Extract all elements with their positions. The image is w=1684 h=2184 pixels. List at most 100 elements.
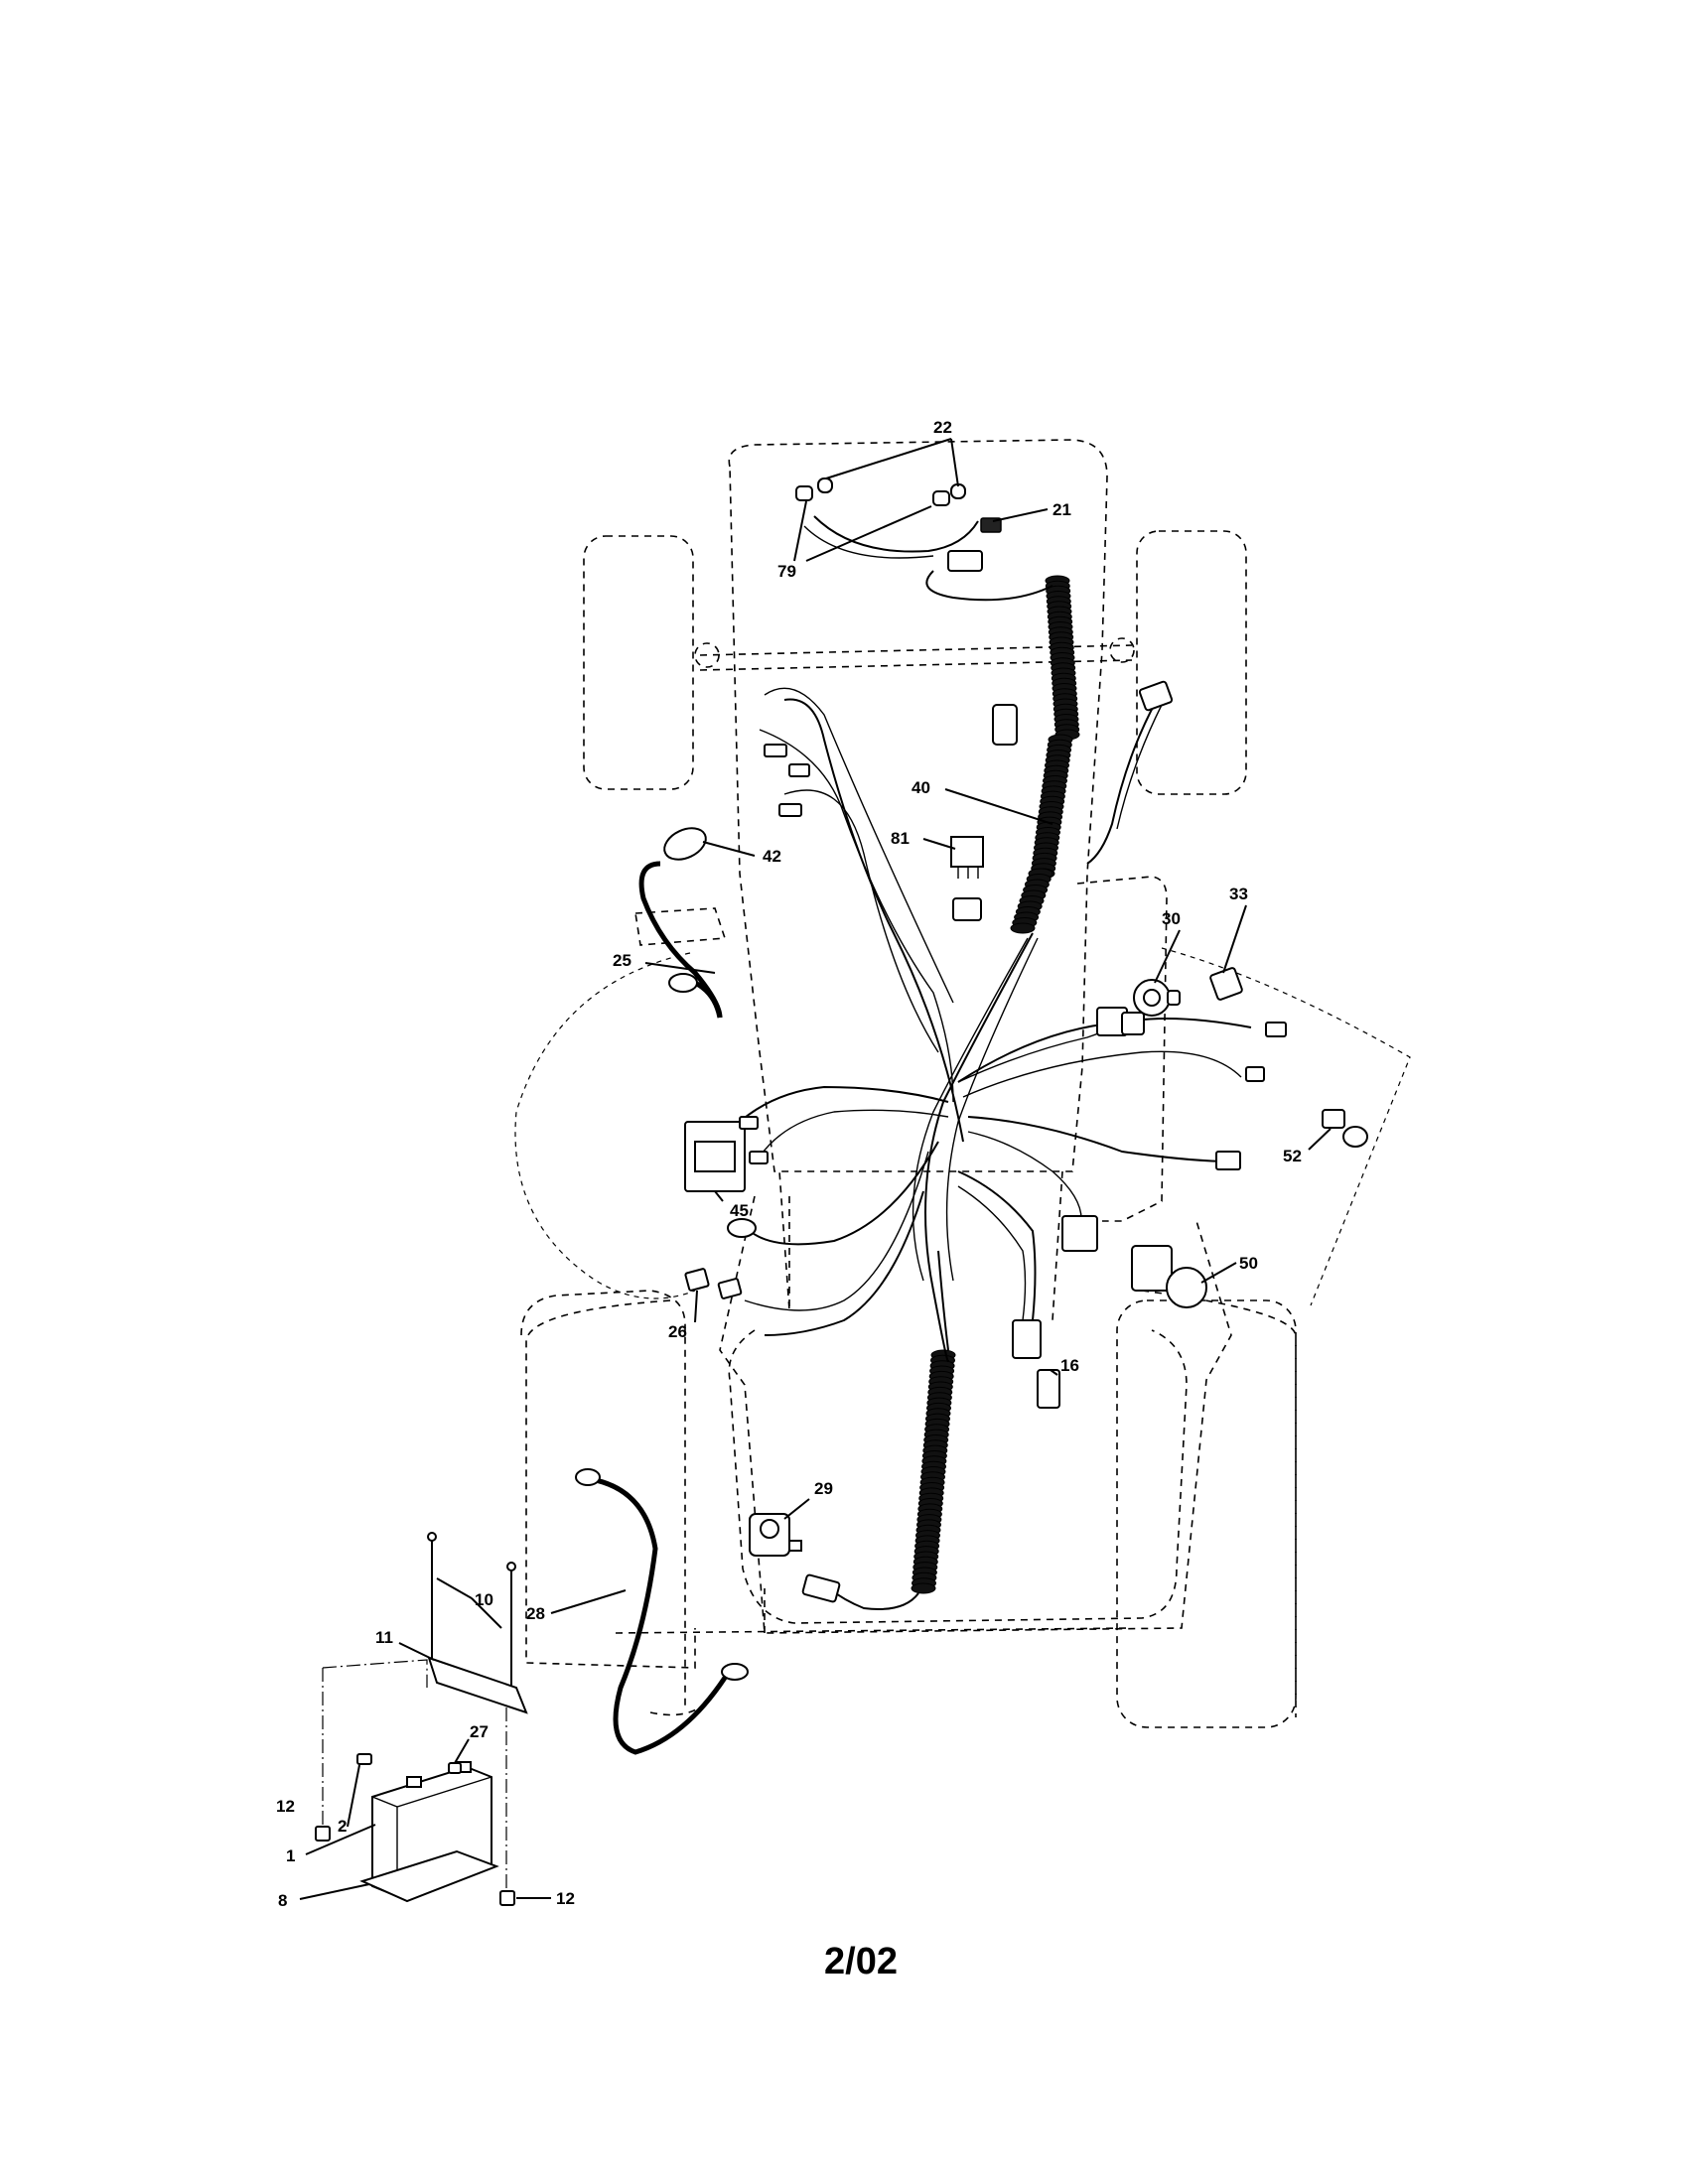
callout-29: 29 bbox=[814, 1479, 833, 1498]
right-side-plug bbox=[1138, 680, 1174, 712]
battery-cable-bottom-ring bbox=[721, 1663, 749, 1681]
callout-42: 42 bbox=[763, 847, 781, 866]
connector-ul-3 bbox=[778, 803, 802, 817]
seat-switch-plug bbox=[1012, 1319, 1042, 1359]
branch-lower-right-2 bbox=[957, 1185, 1027, 1321]
starter-solenoid bbox=[749, 1513, 802, 1557]
leader-16 bbox=[1050, 1369, 1058, 1376]
six-pin-connector bbox=[1061, 1215, 1098, 1252]
battery-mount-lines bbox=[322, 1659, 507, 1901]
upper-harness-plug bbox=[992, 704, 1018, 746]
connector-45a bbox=[739, 1116, 759, 1130]
battery-tray bbox=[359, 1849, 499, 1903]
callout-10: 10 bbox=[475, 1590, 493, 1609]
branch-right-5 bbox=[957, 1026, 1113, 1083]
battery-cable-top-ring bbox=[575, 1468, 601, 1486]
headlight-plug bbox=[947, 550, 983, 572]
fender-outline-right bbox=[1141, 1290, 1297, 1717]
coil-lower bbox=[911, 1349, 956, 1594]
inner-frame-right bbox=[1052, 1170, 1063, 1321]
callout-12-left: 12 bbox=[276, 1797, 295, 1816]
branch-left-2 bbox=[759, 1109, 949, 1158]
branch-to-lower-coil bbox=[937, 1250, 949, 1351]
headlight-wire-1 bbox=[813, 515, 979, 553]
front-left-wheel bbox=[583, 535, 694, 790]
leader-lines bbox=[299, 438, 1332, 1900]
branch-left-1 bbox=[739, 1085, 949, 1123]
branch-right-2 bbox=[962, 1050, 1242, 1098]
solenoid-plug bbox=[801, 1573, 841, 1603]
frame-rail bbox=[649, 1588, 766, 1716]
mount-line-left bbox=[322, 1659, 428, 1832]
callout-81: 81 bbox=[891, 829, 910, 848]
hex-nut-right bbox=[499, 1890, 515, 1906]
leader-79 bbox=[793, 500, 932, 562]
fender-outline bbox=[525, 1299, 696, 1669]
branch-upper-right-2 bbox=[1116, 704, 1163, 830]
callout-28: 28 bbox=[526, 1604, 545, 1623]
leader-28 bbox=[550, 1589, 627, 1614]
callout-52: 52 bbox=[1283, 1147, 1302, 1165]
leader-2 bbox=[347, 1764, 360, 1828]
axle-pivot-left bbox=[694, 642, 720, 668]
branch-upper-left-2 bbox=[759, 729, 954, 1103]
leader-25 bbox=[644, 962, 716, 974]
connector-r-1 bbox=[1265, 1022, 1287, 1037]
pto-switch bbox=[1131, 1245, 1207, 1308]
branch-lower-right bbox=[957, 1170, 1037, 1321]
module bbox=[684, 1121, 746, 1192]
lower-coil-tail bbox=[828, 1587, 919, 1610]
leader-50 bbox=[1200, 1262, 1237, 1284]
leader-30 bbox=[1154, 929, 1181, 984]
callout-40: 40 bbox=[912, 778, 930, 797]
date-code: 2/02 bbox=[824, 1941, 898, 1982]
leader-22 bbox=[825, 438, 959, 487]
mower-deck-circle bbox=[514, 952, 696, 1299]
short-ground-cable bbox=[693, 980, 723, 1019]
callout-30: 30 bbox=[1162, 909, 1181, 928]
main-wire-harness bbox=[739, 515, 1252, 1610]
ignition-plug-2 bbox=[1121, 1012, 1145, 1035]
leader-81 bbox=[922, 838, 956, 850]
relay-connector bbox=[952, 897, 982, 921]
connector-26a bbox=[684, 1268, 710, 1292]
leader-42 bbox=[702, 841, 756, 857]
branch-upper-left-4 bbox=[764, 687, 954, 1004]
inner-frame-left bbox=[778, 1170, 790, 1311]
callout-16: 16 bbox=[1060, 1356, 1079, 1375]
branch-left-5 bbox=[764, 1190, 924, 1336]
leader-33 bbox=[1222, 904, 1247, 974]
callout-12-right: 12 bbox=[556, 1889, 575, 1908]
leader-11 bbox=[398, 1642, 435, 1661]
leader-21 bbox=[992, 508, 1049, 522]
coil-ring bbox=[1010, 922, 1036, 934]
seat-pan-outline bbox=[728, 1329, 1188, 1624]
connector-r-3 bbox=[1215, 1151, 1241, 1170]
axle-pivot-right bbox=[1109, 637, 1135, 663]
leader-45 bbox=[714, 1190, 724, 1202]
terminal-bolt bbox=[356, 1753, 372, 1765]
connector-26b bbox=[717, 1278, 743, 1299]
callout-22: 22 bbox=[933, 418, 952, 437]
hood-outline bbox=[728, 439, 1108, 1172]
callout-1: 1 bbox=[286, 1846, 295, 1865]
connector-ul-2 bbox=[788, 763, 810, 777]
leader-1 bbox=[305, 1824, 376, 1855]
branch-upper-left-3 bbox=[783, 789, 939, 1053]
ignition-switch bbox=[1133, 979, 1181, 1017]
ground-terminal-boot bbox=[663, 827, 707, 861]
callout-26: 26 bbox=[668, 1322, 687, 1341]
brake-switch bbox=[1209, 967, 1243, 1001]
leader-52 bbox=[1308, 1128, 1332, 1151]
connector-r-2 bbox=[1245, 1066, 1265, 1082]
ring-terminal-lower bbox=[727, 1218, 757, 1238]
rod-cap-right bbox=[506, 1562, 516, 1571]
frame-crossmember bbox=[615, 1627, 1133, 1634]
headlight-wire-2 bbox=[803, 525, 934, 559]
battery-bracket bbox=[427, 1656, 528, 1714]
components bbox=[315, 478, 1368, 1906]
coil-upper bbox=[1010, 575, 1080, 934]
rear-left-wheel bbox=[520, 1290, 686, 1707]
callout-21: 21 bbox=[1052, 500, 1071, 519]
